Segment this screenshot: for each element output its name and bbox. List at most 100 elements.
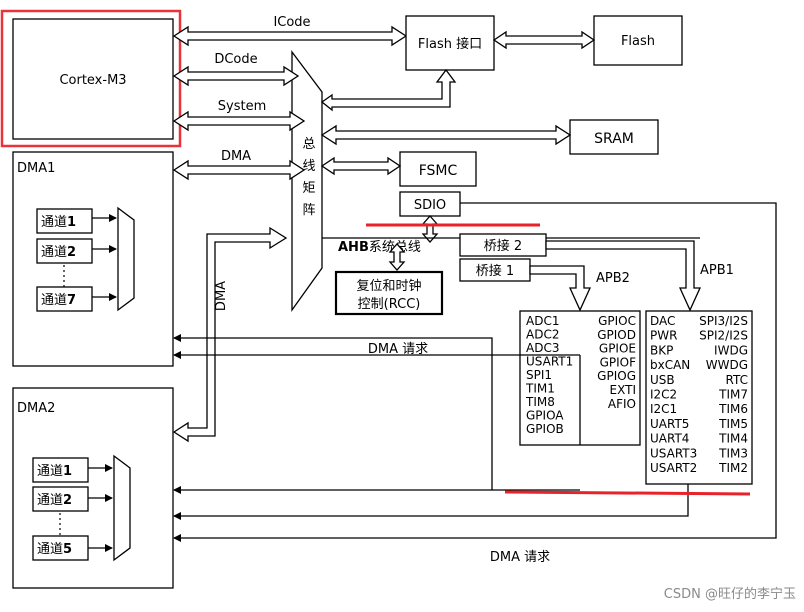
peripheral-label: GPIOB	[526, 422, 564, 436]
cortex-m3-box	[12, 18, 174, 140]
dma2-arbiter	[113, 454, 131, 562]
flash-link-arrow	[492, 30, 596, 50]
peripheral-label: AFIO	[608, 397, 636, 411]
peripheral-label: WWDG	[706, 358, 748, 372]
system-label: System	[218, 99, 266, 114]
peripheral-label: SPI3/I2S	[699, 314, 748, 328]
peripheral-label: GPIOA	[526, 409, 564, 423]
system-bus-arrow	[172, 110, 306, 132]
bus-matrix	[291, 50, 323, 313]
bridge1-label: 桥接 1	[476, 263, 514, 279]
sram-box	[569, 119, 659, 155]
matrix-fsmc-arrow	[320, 156, 402, 176]
svg-text:通道1: 通道1	[37, 464, 72, 479]
apb1-peripherals-right: SPI3/I2SSPI2/I2SIWDGWWDGRTCTIM7TIM6TIM5T…	[699, 314, 748, 475]
matrix-sram-arrow	[320, 124, 572, 146]
peripheral-label: ADC2	[526, 328, 559, 342]
peripheral-label: TIM5	[718, 417, 748, 431]
dma1-arbiter	[117, 206, 135, 312]
matrix-to-flash-arrow	[320, 68, 457, 112]
apb2-arrow	[529, 265, 592, 312]
peripheral-label: PWR	[650, 329, 677, 343]
peripheral-label: UART4	[650, 432, 689, 446]
rcc-label-line1: 复位和时钟	[356, 278, 421, 294]
ahb-rcc-arrow	[388, 243, 406, 271]
peripheral-label: GPIOC	[598, 314, 636, 328]
peripheral-label: TIM1	[525, 382, 555, 396]
flash-label: Flash	[621, 34, 655, 49]
sdio-label: SDIO	[414, 198, 446, 213]
dma1-channel-7	[36, 286, 93, 312]
svg-text:阵: 阵	[302, 203, 315, 218]
peripheral-label: ADC3	[526, 341, 559, 355]
peripheral-label: UART5	[650, 417, 689, 431]
dma1-channel-2	[36, 238, 93, 264]
fsmc-box	[399, 151, 477, 187]
dma-vertical-label: DMA	[214, 281, 229, 311]
dma-bus-label: DMA	[221, 149, 251, 164]
peripheral-label: RTC	[726, 373, 748, 387]
peripheral-label: TIM8	[525, 395, 555, 409]
flash-box	[593, 15, 683, 66]
peripheral-label: TIM3	[718, 446, 748, 460]
rcc-label-line2: 控制(RCC)	[358, 297, 421, 312]
dma2-channel-2	[32, 486, 89, 512]
svg-text:通道2: 通道2	[41, 245, 76, 260]
svg-text:总: 总	[302, 137, 315, 152]
dma2-bus-arrow	[172, 226, 288, 443]
peripheral-label: DAC	[650, 314, 675, 328]
peripheral-label: GPIOD	[597, 328, 636, 342]
svg-text:通道2: 通道2	[37, 493, 72, 508]
dma-bus-arrow	[172, 159, 306, 181]
apb2-label: APB2	[596, 271, 630, 286]
ahb-label: AHB系统总线	[338, 240, 421, 255]
cortex-m3-label: Cortex-M3	[59, 73, 126, 88]
peripheral-label: USART1	[526, 355, 573, 369]
apb1-arrow	[545, 240, 702, 312]
peripheral-label: USB	[650, 373, 675, 387]
watermark: CSDN @旺仔的李宁玉	[664, 586, 796, 602]
peripheral-label: TIM4	[718, 432, 748, 446]
peripheral-label: I2C1	[650, 402, 677, 416]
dcode-bus-arrow	[172, 65, 300, 87]
peripheral-label: USART2	[650, 461, 697, 475]
svg-text:通道5: 通道5	[37, 542, 72, 557]
peripheral-label: ADC1	[526, 314, 559, 328]
sram-label: SRAM	[594, 131, 634, 147]
peripheral-label: TIM6	[718, 402, 748, 416]
peripheral-label: SPI2/I2S	[699, 329, 748, 343]
peripheral-label: SPI1	[526, 368, 552, 382]
flash-interface-label: Flash 接口	[418, 36, 482, 52]
dma-request-line-1	[173, 334, 493, 490]
bridge2-label: 桥接 2	[484, 238, 522, 254]
dma2-channel-1	[32, 457, 89, 483]
svg-text:通道1: 通道1	[41, 215, 76, 230]
dma2-channels: 通道1 通道2 通道5	[32, 454, 131, 562]
peripheral-label: bxCAN	[650, 358, 690, 372]
sdio-dma-line	[173, 202, 777, 542]
svg-text:通道7: 通道7	[41, 293, 76, 308]
dma-request-label-2: DMA 请求	[490, 550, 550, 565]
dma1-channel-1	[36, 208, 93, 234]
bus-matrix-label: 总 线 矩 阵	[302, 137, 315, 218]
peripheral-label: TIM2	[718, 461, 748, 475]
peripheral-label: I2C2	[650, 388, 677, 402]
fsmc-label: FSMC	[419, 163, 458, 179]
peripheral-label: GPIOF	[600, 355, 637, 369]
peripheral-label: USART3	[650, 446, 697, 460]
peripheral-label: GPIOG	[597, 369, 636, 383]
peripheral-label: BKP	[650, 343, 673, 357]
svg-text:矩: 矩	[302, 181, 315, 196]
peripheral-label: GPIOE	[599, 342, 636, 356]
peripheral-label: TIM7	[718, 388, 748, 402]
icode-label: ICode	[273, 15, 310, 30]
dcode-label: DCode	[214, 52, 257, 67]
peripheral-label: IWDG	[714, 343, 748, 357]
rcc-box	[334, 270, 444, 316]
apb1-label: APB1	[700, 263, 734, 278]
flash-interface-box	[405, 15, 495, 71]
dma-request-label-1: DMA 请求	[368, 342, 428, 357]
